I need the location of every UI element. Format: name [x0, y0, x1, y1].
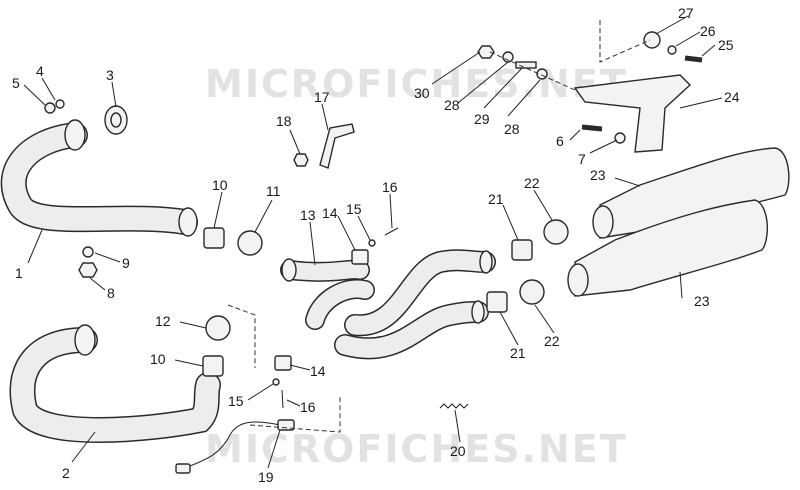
- assembly-line-27: [599, 20, 651, 63]
- assembly-line-12: [227, 304, 256, 368]
- assembly-line-19: [249, 395, 341, 433]
- clamp-12: [205, 315, 231, 341]
- callout-17: 17: [314, 89, 330, 105]
- bolt-16-lower: [281, 389, 284, 409]
- bracket-14-upper: [351, 249, 369, 265]
- spacer-29: [515, 61, 537, 69]
- callout-21-upper: 21: [488, 191, 504, 207]
- callout-5: 5: [12, 75, 20, 91]
- clamp-22-upper: [543, 219, 569, 245]
- callout-18: 18: [276, 113, 292, 129]
- bracket-24: [573, 74, 692, 153]
- callout-11: 11: [266, 183, 281, 199]
- washer-26: [667, 45, 677, 55]
- callout-16-lower: 16: [300, 399, 316, 415]
- callout-16-upper: 16: [382, 179, 398, 195]
- callout-4: 4: [36, 63, 44, 79]
- spring-20: [439, 403, 469, 409]
- callout-28-left: 28: [444, 97, 460, 113]
- callout-8: 8: [107, 285, 115, 301]
- nut-18: [293, 153, 309, 167]
- nut-8: [78, 262, 98, 278]
- bracket-14-lower: [274, 355, 292, 371]
- central-pipe-13: [280, 258, 375, 330]
- callout-25: 25: [718, 37, 734, 53]
- washer-4: [55, 99, 65, 109]
- callout-20: 20: [450, 443, 466, 459]
- callout-3: 3: [106, 67, 114, 83]
- bolt-16-upper: [384, 227, 399, 236]
- callout-14-upper: 14: [322, 205, 338, 221]
- callout-22-lower: 22: [544, 333, 560, 349]
- callout-19: 19: [258, 469, 274, 485]
- callout-21-lower: 21: [510, 345, 526, 361]
- washer-28-right: [536, 68, 548, 80]
- callout-10-lower: 10: [150, 351, 166, 367]
- callout-15-lower: 15: [228, 393, 244, 409]
- callout-26: 26: [700, 23, 716, 39]
- washer-15-upper: [368, 239, 376, 247]
- gasket-3-inner: [110, 112, 122, 128]
- callout-28-right: 28: [504, 121, 520, 137]
- clamp-22-lower: [519, 279, 545, 305]
- callout-15-upper: 15: [346, 201, 362, 217]
- bracket-17: [319, 123, 355, 169]
- sleeve-10-lower: [202, 355, 224, 377]
- callout-1: 1: [15, 265, 23, 281]
- washer-27: [643, 31, 661, 49]
- callout-30: 30: [414, 85, 430, 101]
- callout-10-upper: 10: [212, 177, 228, 193]
- callout-9: 9: [122, 255, 130, 271]
- washer-9: [82, 246, 94, 258]
- washer-15-lower: [272, 378, 280, 386]
- bolt-25: [684, 55, 703, 63]
- callout-23-lower: 23: [694, 293, 710, 309]
- callout-27: 27: [678, 5, 694, 21]
- callout-2: 2: [62, 465, 70, 481]
- callout-29: 29: [474, 111, 490, 127]
- callout-6: 6: [556, 133, 564, 149]
- clamp-11: [237, 230, 263, 256]
- sleeve-21-upper: [511, 239, 533, 261]
- sleeve-10-upper: [203, 227, 225, 249]
- muffler-23-lower: [567, 199, 768, 297]
- header-pipe-lower: [9, 324, 221, 443]
- leader-lines: [23, 15, 723, 469]
- callout-12: 12: [155, 313, 171, 329]
- callout-23-upper: 23: [590, 167, 606, 183]
- callout-22-upper: 22: [524, 175, 540, 191]
- crossover-pipes: [334, 249, 496, 360]
- nut-30: [477, 45, 495, 59]
- washer-7: [614, 132, 626, 144]
- header-pipe-upper: [0, 119, 198, 237]
- watermark-bottom: MICROFICHES.NET: [205, 427, 628, 471]
- callout-13: 13: [300, 207, 316, 223]
- nut-5: [44, 102, 56, 114]
- callout-7: 7: [578, 151, 586, 167]
- callout-14-lower: 14: [310, 363, 326, 379]
- bolt-6: [581, 124, 603, 132]
- sleeve-21-lower: [486, 291, 508, 313]
- watermark-top: MICROFICHES.NET: [205, 62, 628, 106]
- callout-24: 24: [724, 89, 740, 105]
